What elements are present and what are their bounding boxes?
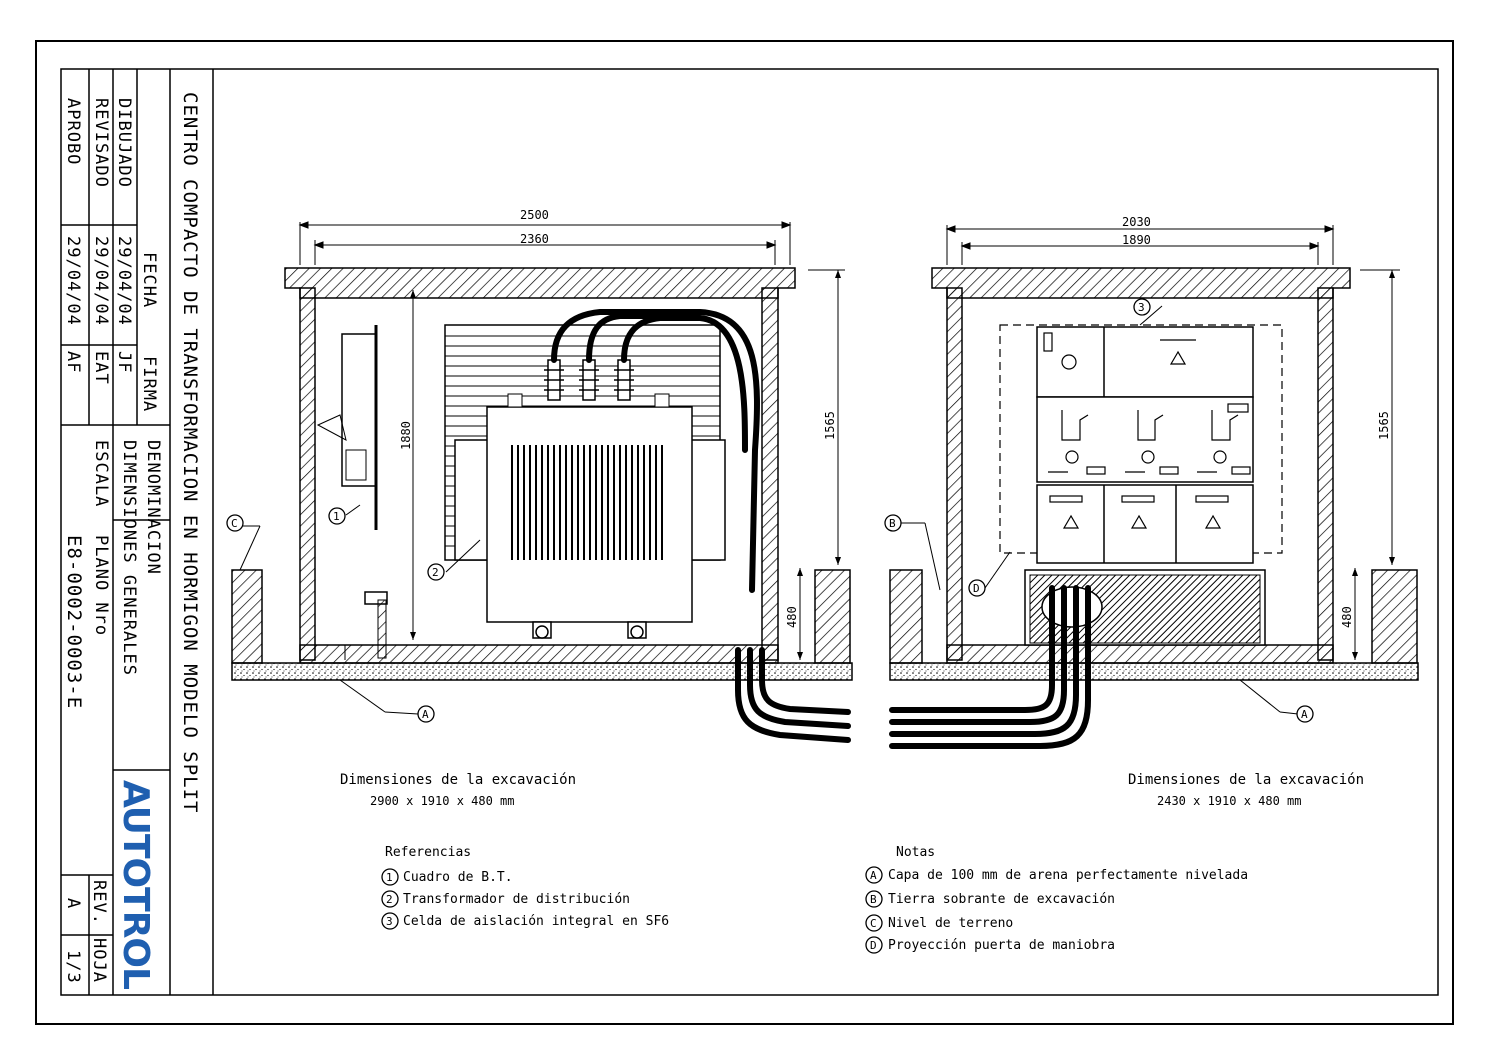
fecha-label: FECHA	[139, 252, 159, 308]
role-dibujado: DIBUJADO	[114, 98, 134, 188]
sign-revisado: EAT	[91, 351, 111, 385]
role-revisado: REVISADO	[91, 98, 111, 188]
right-marker-3: 3	[1138, 301, 1145, 314]
sign-dibujado: JF	[114, 351, 134, 373]
left-dim-total-height: 1565	[823, 411, 837, 440]
note-text-c: Nivel de terreno	[888, 916, 1013, 931]
rev-value: A	[63, 898, 83, 909]
right-view: 2030 1890 1565 480	[884, 215, 1419, 808]
note-text-b: Tierra sobrante de excavación	[888, 892, 1115, 907]
drawing-title: CENTRO COMPACTO DE TRANSFORMACION EN HOR…	[179, 92, 201, 813]
plano-label: PLANO Nro	[91, 535, 111, 636]
right-marker-a: A	[1301, 708, 1308, 721]
denominacion-value: DIMENSIONES GENERALES	[119, 440, 139, 676]
left-caption-size: 2900 x 1910 x 480 mm	[370, 794, 515, 808]
left-caption: Dimensiones de la excavación	[340, 772, 576, 788]
role-aprobo: APROBO	[63, 98, 83, 165]
autotrol-logo: AUTOTROL	[114, 771, 169, 994]
left-dim-outer: 2500	[520, 208, 549, 222]
right-caption: Dimensiones de la excavación	[1128, 772, 1364, 788]
left-marker-1: 1	[333, 510, 340, 523]
date-aprobo: 29/04/04	[63, 236, 83, 326]
ref-text-2: Transformador de distribución	[403, 892, 630, 907]
right-dim-inner: 1890	[1122, 233, 1151, 247]
note-key-a: A	[870, 869, 877, 882]
referencias-heading: Referencias	[385, 845, 471, 860]
plano-value: E8-0002-0003-E	[63, 535, 85, 709]
hoja-label: HOJA	[89, 938, 109, 983]
note-key-c: C	[870, 917, 877, 930]
denominacion-label: DENOMINACION	[143, 440, 163, 575]
firma-label: FIRMA	[139, 356, 159, 412]
note-key-d: D	[870, 939, 877, 952]
right-dim-depth: 480	[1340, 606, 1354, 628]
title-block	[61, 69, 214, 995]
date-revisado: 29/04/04	[91, 236, 111, 326]
ref-key-1: 1	[386, 871, 393, 884]
notas-heading: Notas	[896, 845, 935, 860]
note-key-b: B	[870, 893, 877, 906]
note-text-d: Proyección puerta de maniobra	[888, 938, 1115, 953]
ref-text-1: Cuadro de B.T.	[403, 870, 513, 885]
date-dibujado: 29/04/04	[114, 236, 134, 326]
ref-key-3: 3	[386, 915, 393, 928]
left-dim-inner: 2360	[520, 232, 549, 246]
left-dim-depth: 480	[785, 606, 799, 628]
left-marker-2: 2	[432, 566, 439, 579]
right-marker-b: B	[889, 517, 896, 530]
right-caption-size: 2430 x 1910 x 480 mm	[1157, 794, 1302, 808]
outer-frame	[35, 40, 1454, 1025]
right-dim-outer: 2030	[1122, 215, 1151, 229]
hoja-value: 1/3	[63, 950, 83, 984]
right-dim-total-height: 1565	[1377, 411, 1391, 440]
left-view: 2500 2360 1880 1565 480	[226, 208, 853, 808]
note-text-a: Capa de 100 mm de arena perfectamente ni…	[888, 868, 1248, 883]
referencias-block: Referencias 1 2 3 Cuadro de B.T. Transfo…	[381, 845, 669, 930]
ref-key-2: 2	[386, 893, 393, 906]
left-dim-height: 1880	[399, 421, 413, 450]
notas-block: Notas A B C D Capa de 100 mm de arena pe…	[865, 845, 1248, 954]
escala-label: ESCALA	[91, 440, 111, 507]
left-marker-c: C	[231, 517, 238, 530]
rev-label: REV.	[89, 880, 109, 925]
left-marker-a: A	[422, 708, 429, 721]
right-marker-d: D	[973, 582, 980, 595]
sign-aprobo: AF	[63, 351, 83, 373]
ref-text-3: Celda de aislación integral en SF6	[403, 914, 669, 929]
inner-frame	[60, 68, 1439, 996]
logo-text: AUTOTROL	[115, 780, 156, 989]
